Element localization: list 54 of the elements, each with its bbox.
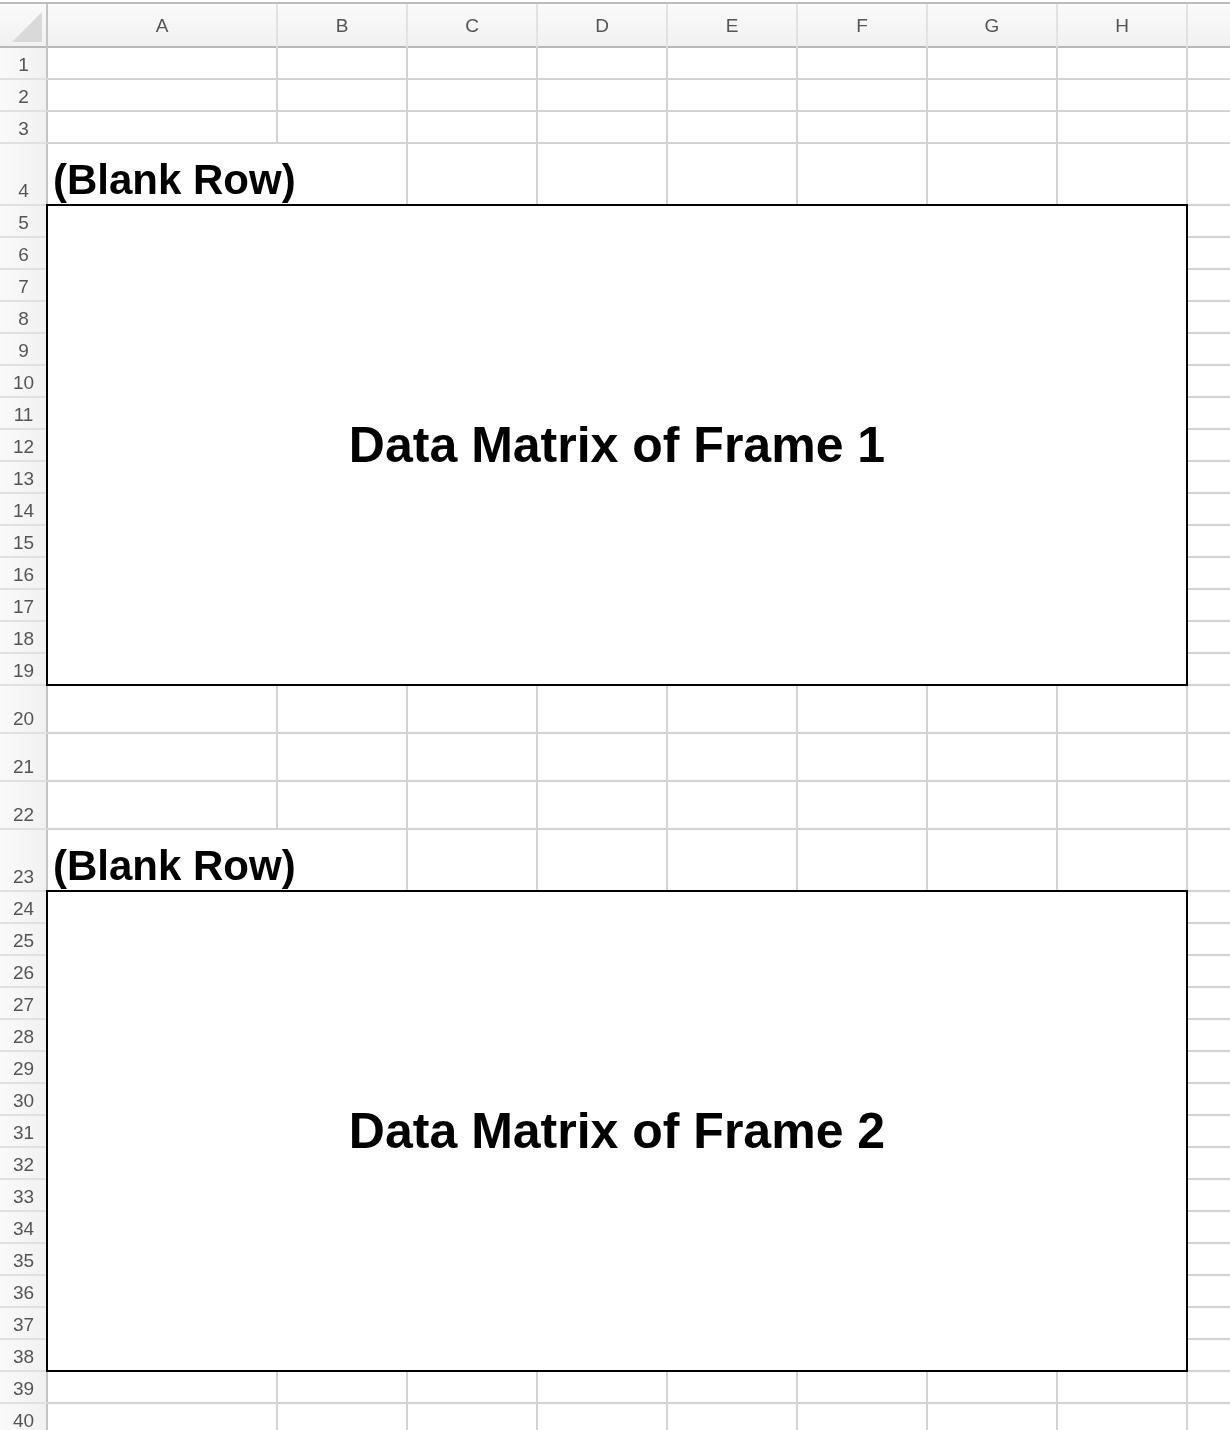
- row-number: 6: [18, 245, 29, 264]
- row-number: 22: [12, 805, 35, 824]
- column-header: D: [595, 16, 609, 35]
- row-number: 33: [12, 1187, 35, 1206]
- row-number: 13: [12, 469, 35, 488]
- column-header: A: [155, 16, 169, 35]
- row-number: 9: [18, 341, 29, 360]
- row-number: 10: [12, 373, 35, 392]
- row-number: 21: [12, 757, 35, 776]
- row-number: 32: [12, 1155, 35, 1174]
- row-number: 38: [12, 1347, 35, 1366]
- row-number: 19: [12, 661, 35, 680]
- cell-text: Data Matrix of Frame 1: [348, 417, 886, 473]
- row-number: 24: [12, 899, 35, 918]
- row-number: 36: [12, 1283, 35, 1302]
- row-number: 14: [12, 501, 35, 520]
- row-number: 35: [12, 1251, 35, 1270]
- row-number: 7: [18, 277, 29, 296]
- column-header: B: [335, 16, 349, 35]
- row-number: 27: [12, 995, 35, 1014]
- row-number: 11: [13, 405, 34, 424]
- row-number: 23: [12, 867, 35, 886]
- column-header: C: [465, 16, 479, 35]
- row-number: 34: [12, 1219, 35, 1238]
- row-number: 15: [12, 533, 35, 552]
- merged-cell-range: [46, 890, 1188, 1372]
- row-number: 20: [12, 709, 35, 728]
- row-number: 25: [12, 931, 35, 950]
- row-number: 31: [12, 1123, 35, 1142]
- row-number: 8: [18, 309, 29, 328]
- row-number: 2: [18, 87, 29, 106]
- row-number: 28: [12, 1027, 35, 1046]
- column-header: F: [856, 16, 868, 35]
- row-number: 29: [12, 1059, 35, 1078]
- row-number: 12: [12, 437, 35, 456]
- cell-text: (Blank Row): [53, 845, 296, 887]
- row-number: 17: [12, 597, 35, 616]
- row-number: 1: [18, 55, 29, 74]
- cell-text: Data Matrix of Frame 2: [348, 1103, 886, 1159]
- column-header: E: [725, 16, 739, 35]
- row-number: 37: [12, 1315, 35, 1334]
- row-number: 26: [12, 963, 35, 982]
- cell-text: (Blank Row): [53, 159, 296, 201]
- row-number: 3: [18, 119, 29, 138]
- row-number: 40: [12, 1411, 35, 1430]
- row-number: 16: [12, 565, 35, 584]
- row-number: 18: [12, 629, 35, 648]
- merged-cell-range: [46, 204, 1188, 686]
- column-header: H: [1115, 16, 1129, 35]
- row-number: 4: [18, 181, 29, 200]
- column-header: G: [984, 16, 1000, 35]
- row-number: 30: [12, 1091, 35, 1110]
- row-number: 5: [18, 213, 29, 232]
- row-number: 39: [12, 1379, 35, 1398]
